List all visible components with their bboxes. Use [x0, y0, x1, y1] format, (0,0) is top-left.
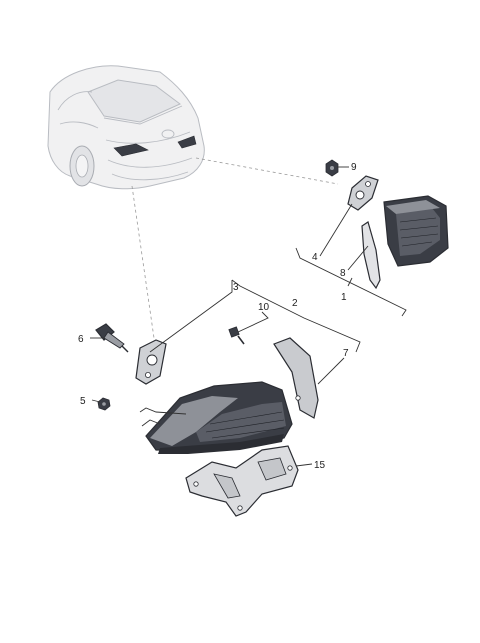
label-10: 10 — [258, 302, 270, 313]
screw-icon — [228, 326, 245, 345]
cover-panel-icon — [273, 337, 319, 419]
leader-lines — [90, 166, 407, 467]
callout-labels: 9 4 8 1 3 2 10 7 6 5 15 — [78, 162, 357, 471]
nut-icon — [325, 159, 339, 177]
mounting-plate-icon — [347, 175, 379, 211]
small-nut-icon — [97, 397, 111, 411]
label-6: 6 — [78, 334, 84, 345]
label-3: 3 — [233, 282, 239, 293]
holder-bracket-icon — [185, 445, 299, 517]
label-1: 1 — [341, 292, 347, 303]
outer-tail-lamp-group — [95, 323, 319, 517]
label-7: 7 — [343, 348, 349, 359]
label-2: 2 — [292, 298, 298, 309]
vehicle-illustration — [47, 65, 205, 190]
label-15: 15 — [314, 460, 326, 471]
trim-strip-icon — [361, 221, 381, 290]
inner-tail-lamp-group — [325, 159, 449, 290]
label-5: 5 — [80, 396, 86, 407]
reference-lines — [131, 157, 339, 339]
bracket-plate-icon — [135, 339, 167, 385]
outer-tail-lamp-icon — [145, 381, 293, 454]
label-4: 4 — [312, 252, 318, 263]
label-9: 9 — [351, 162, 357, 173]
label-8: 8 — [340, 268, 346, 279]
inner-tail-lamp-icon — [383, 195, 449, 267]
bulb-holder-icon — [95, 323, 129, 353]
